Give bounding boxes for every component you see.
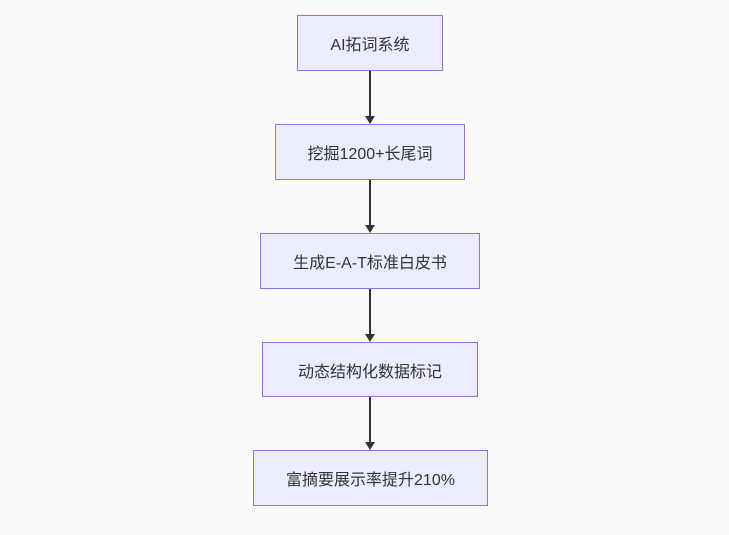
node-label: AI拓词系统 — [330, 37, 410, 54]
flowchart-node-ai-word-expansion: AI拓词系统 — [297, 15, 443, 71]
flowchart-node-rich-snippet-result: 富摘要展示率提升210% — [253, 450, 488, 506]
arrow-down-1 — [365, 71, 375, 124]
flowchart-node-longtail-mining: 挖掘1200+长尾词 — [275, 124, 465, 180]
node-label: 挖掘1200+长尾词 — [307, 146, 433, 163]
arrow-down-3 — [365, 289, 375, 342]
node-label: 动态结构化数据标记 — [297, 363, 442, 381]
flowchart-node-eat-whitepaper: 生成E-A-T标准白皮书 — [260, 233, 480, 289]
node-label: 富摘要展示率提升210% — [286, 472, 455, 489]
arrow-down-4 — [365, 397, 375, 450]
flowchart-node-structured-data: 动态结构化数据标记 — [262, 342, 478, 397]
arrow-down-2 — [365, 180, 375, 233]
node-label: 生成E-A-T标准白皮书 — [293, 255, 447, 272]
